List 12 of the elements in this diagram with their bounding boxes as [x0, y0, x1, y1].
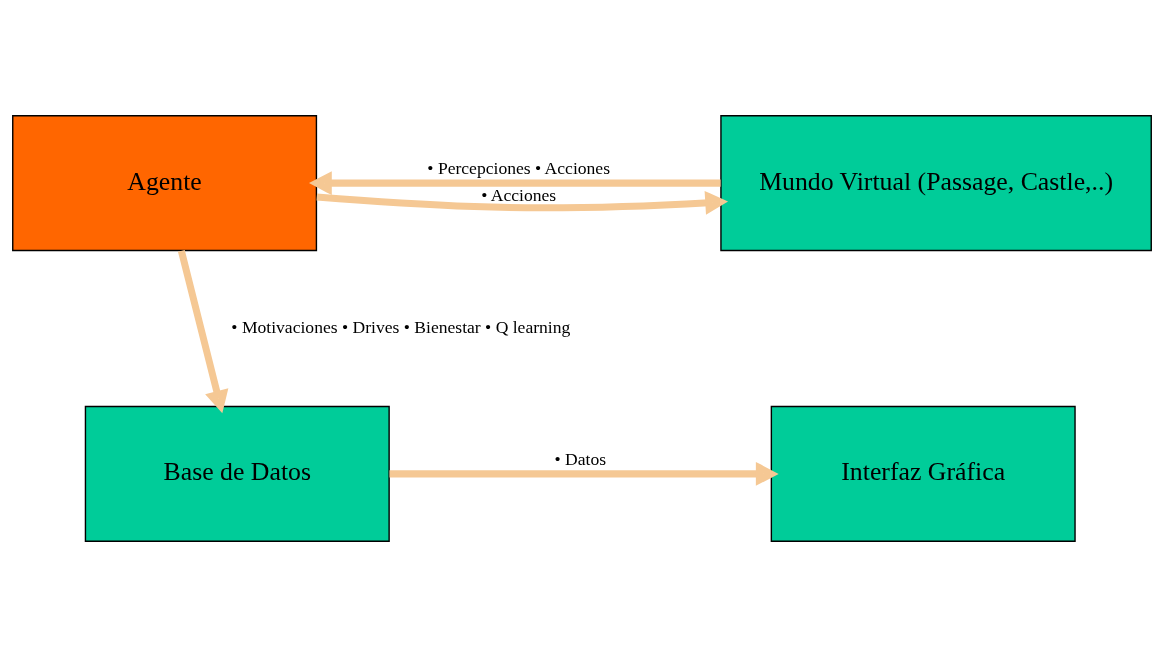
arrow — [177, 249, 229, 414]
edge-label: • Acciones — [481, 184, 557, 205]
node-box: Agente — [12, 115, 318, 252]
edge-label: • Percepciones • Acciones — [427, 157, 611, 178]
arrow — [316, 190, 729, 215]
edge-label: • Motivaciones • Drives • Bienestar • Q learning — [231, 316, 571, 337]
edge-label: • Datos — [554, 448, 607, 469]
node-box: Mundo Virtual (Passage, Castle,..) — [720, 115, 1152, 252]
arrow — [389, 461, 779, 486]
arrow — [309, 171, 721, 196]
node-box: Interfaz Gráfica — [770, 405, 1076, 542]
node-box: Base de Datos — [84, 405, 390, 542]
